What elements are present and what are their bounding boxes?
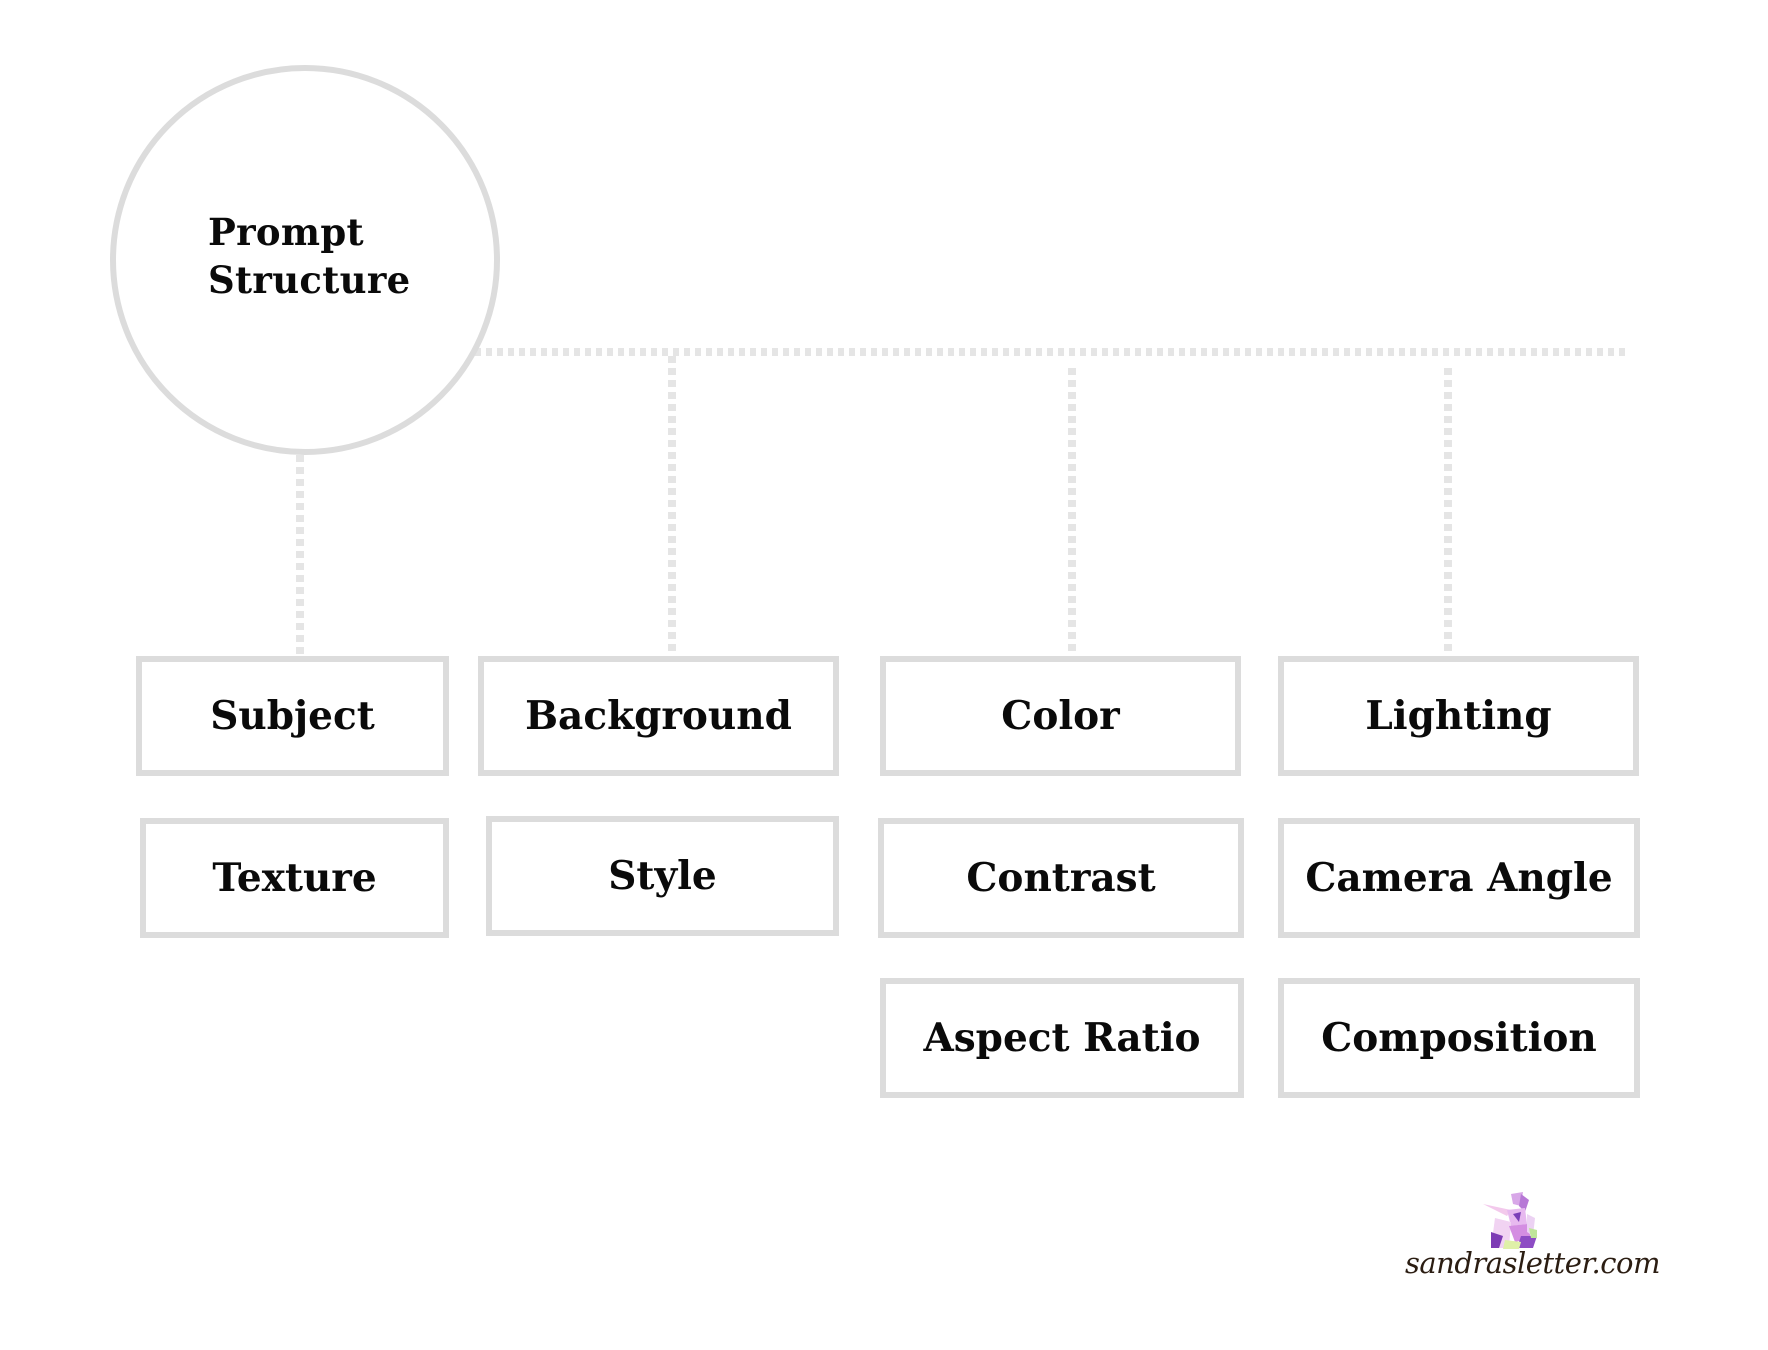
node-style: Style [486, 816, 839, 936]
root-node-label: Prompt Structure [208, 208, 410, 304]
node-background-label: Background [525, 693, 792, 739]
node-lighting-label: Lighting [1365, 693, 1552, 739]
node-contrast: Contrast [878, 818, 1244, 938]
node-camera-angle-label: Camera Angle [1305, 855, 1613, 901]
node-style-label: Style [608, 853, 717, 899]
root-label-line-2: Structure [208, 258, 411, 302]
root-label-line-1: Prompt [208, 210, 364, 254]
node-contrast-label: Contrast [966, 855, 1156, 901]
node-aspect-ratio-label: Aspect Ratio [923, 1015, 1201, 1061]
node-lighting: Lighting [1278, 656, 1639, 776]
node-background: Background [478, 656, 839, 776]
node-composition-label: Composition [1321, 1015, 1597, 1061]
unicorn-icon [1483, 1192, 1537, 1249]
node-composition: Composition [1278, 978, 1640, 1098]
brand-text[interactable]: sandrasletter.com [1405, 1246, 1660, 1280]
connector-to-lighting [1444, 368, 1452, 656]
node-camera-angle: Camera Angle [1278, 818, 1640, 938]
connector-root-to-subject [296, 455, 304, 657]
node-aspect-ratio: Aspect Ratio [880, 978, 1244, 1098]
node-color-label: Color [1001, 693, 1120, 739]
node-subject: Subject [136, 656, 449, 776]
connector-to-color [1068, 368, 1076, 656]
node-subject-label: Subject [210, 693, 375, 739]
brand-logo[interactable]: sandrasletter.com [1405, 1190, 1660, 1295]
node-texture-label: Texture [212, 855, 377, 901]
node-texture: Texture [140, 818, 449, 938]
root-node-prompt-structure: Prompt Structure [110, 65, 500, 455]
node-color: Color [880, 656, 1241, 776]
connector-horizontal-main [475, 348, 1630, 356]
connector-to-background [668, 356, 676, 662]
